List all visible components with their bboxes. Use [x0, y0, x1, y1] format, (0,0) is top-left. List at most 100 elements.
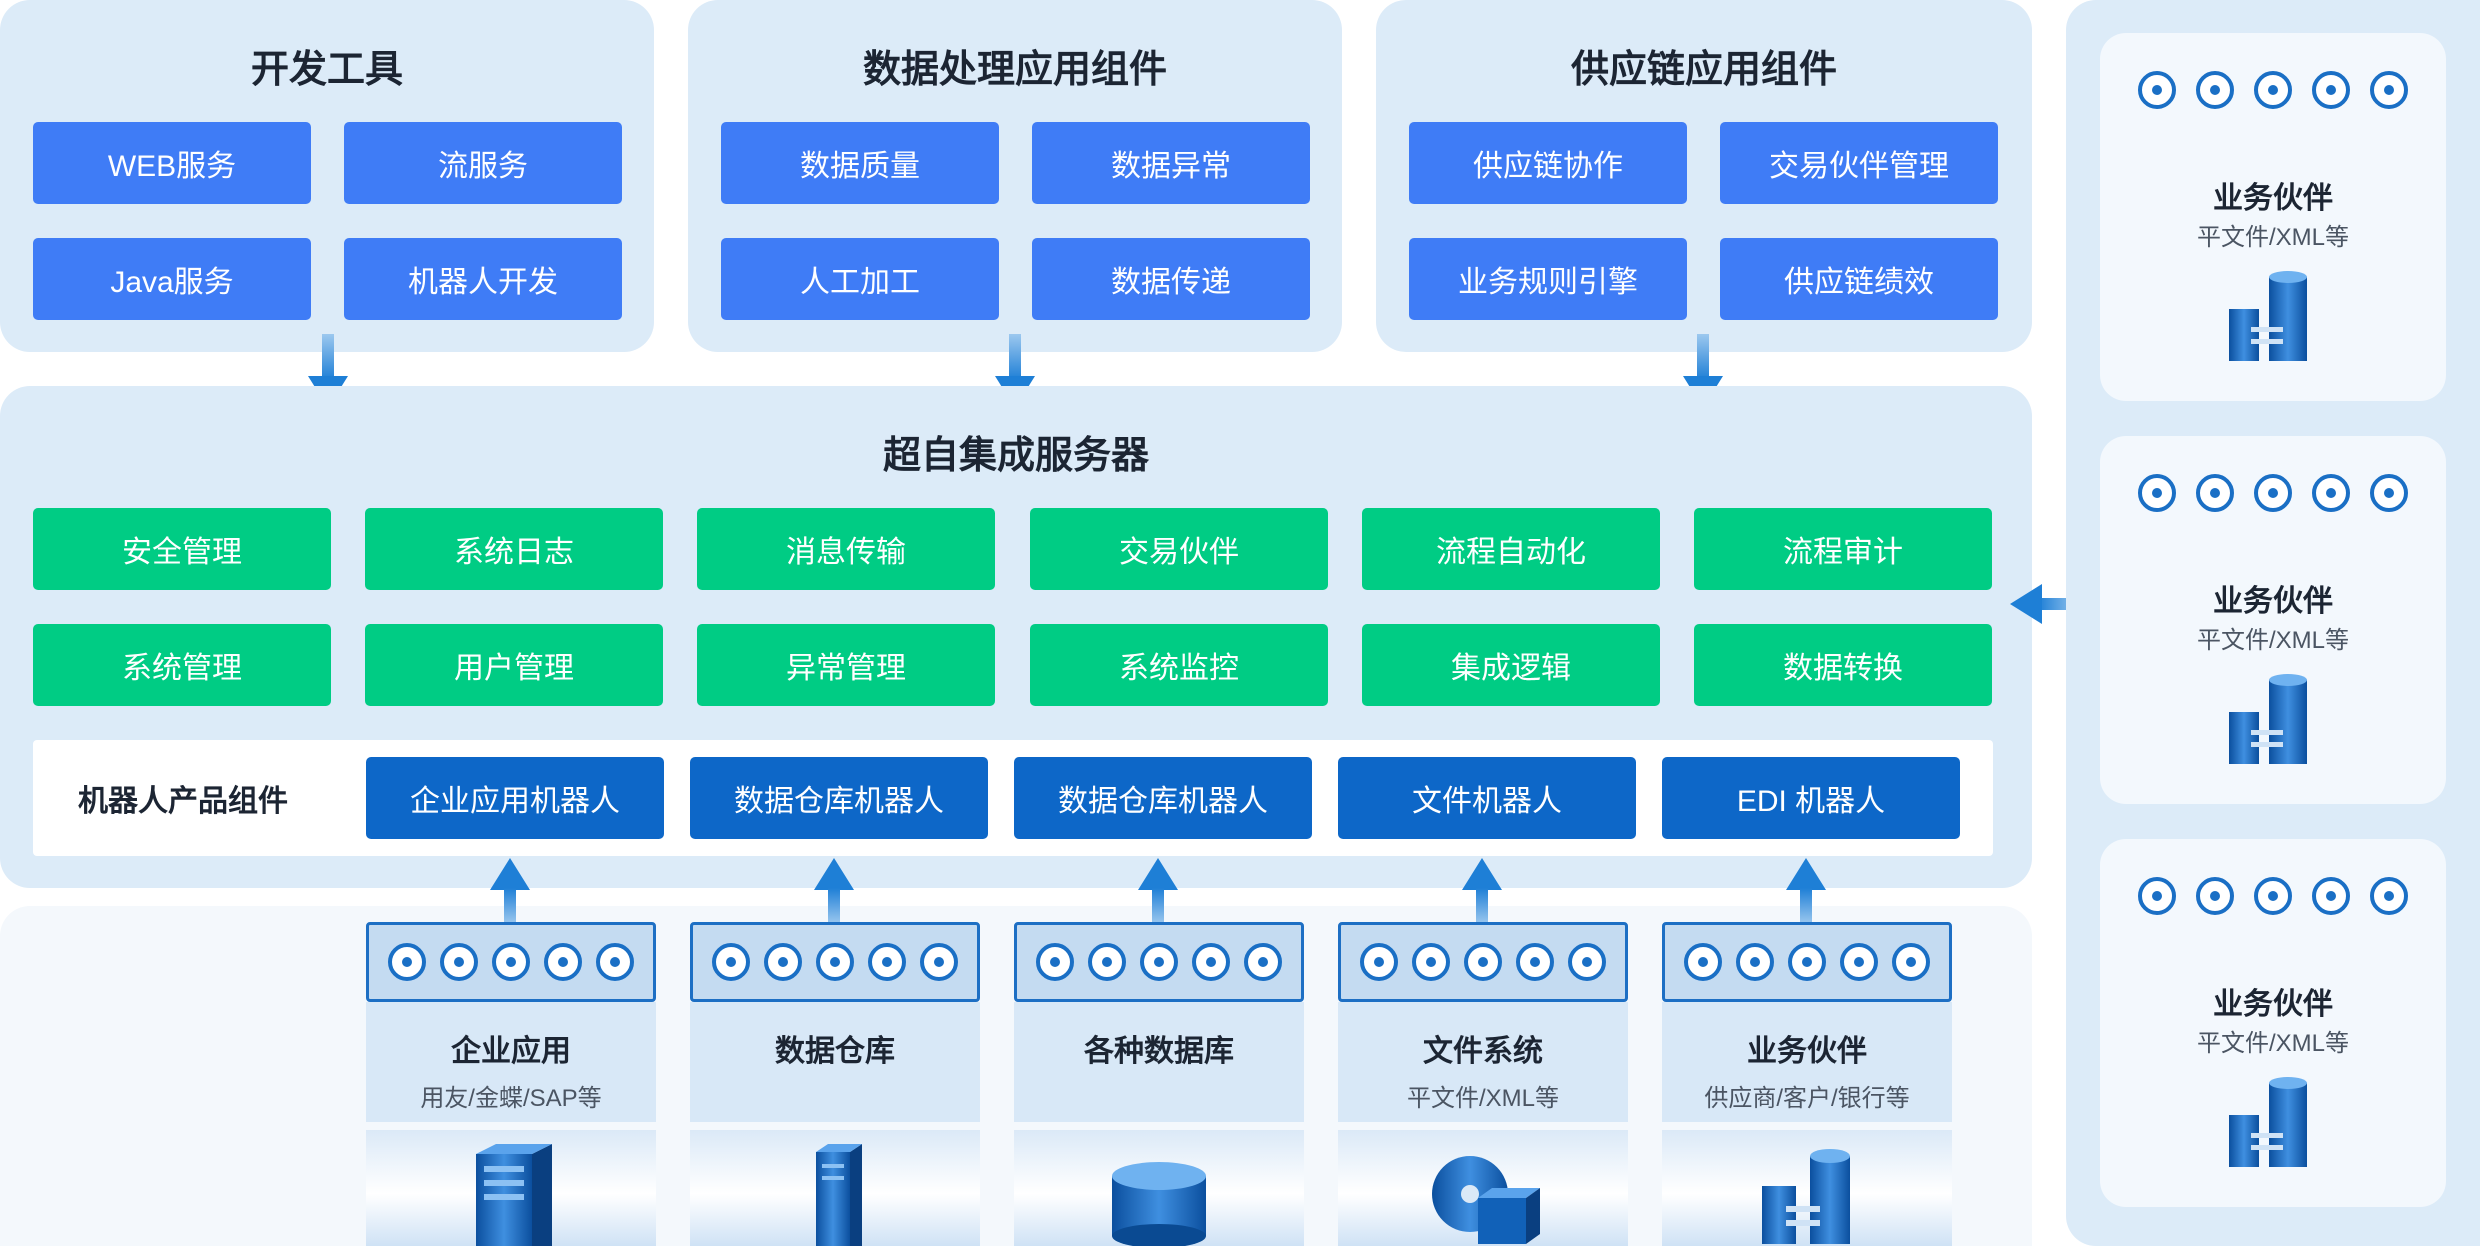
server-rack-icon — [690, 1130, 980, 1246]
enterprise-app-robot-button[interactable]: 企业应用机器人 — [366, 757, 664, 839]
security-management-button[interactable]: 安全管理 — [33, 508, 331, 590]
disk-icon — [1360, 943, 1398, 981]
disk-icon — [2254, 877, 2292, 915]
source-title: 业务伙伴 — [1747, 1035, 1867, 1068]
data-quality-button[interactable]: 数据质量 — [721, 122, 999, 204]
stream-service-button[interactable]: 流服务 — [344, 122, 622, 204]
user-management-button[interactable]: 用户管理 — [365, 624, 663, 706]
data-conversion-button[interactable]: 数据转换 — [1694, 624, 1992, 706]
disk-icon — [2196, 71, 2234, 109]
disk-icon — [544, 943, 582, 981]
edi-robot-button[interactable]: EDI 机器人 — [1662, 757, 1960, 839]
supply-chain-performance-button[interactable]: 供应链绩效 — [1720, 238, 1998, 320]
arrow-up-icon — [1138, 858, 1178, 924]
java-service-button[interactable]: Java服务 — [33, 238, 311, 320]
partner-card: 业务伙伴 平文件/XML等 — [2100, 33, 2446, 401]
data-transfer-button[interactable]: 数据传递 — [1032, 238, 1310, 320]
disk-bar — [1014, 922, 1304, 1002]
disk-icon — [388, 943, 426, 981]
disk-icon — [2138, 71, 2176, 109]
source-business-partner: 业务伙伴 供应商/客户/银行等 — [1662, 922, 1952, 1246]
disk-icon — [1192, 943, 1230, 981]
partner-title: 业务伙伴 — [2213, 585, 2333, 618]
trading-partner-button[interactable]: 交易伙伴 — [1030, 508, 1328, 590]
system-management-button[interactable]: 系统管理 — [33, 624, 331, 706]
disk-icon — [2196, 474, 2234, 512]
partner-subtitle: 平文件/XML等 — [2196, 1030, 2349, 1057]
robot-dev-button[interactable]: 机器人开发 — [344, 238, 622, 320]
disk-icon — [1516, 943, 1554, 981]
arrow-up-icon — [814, 858, 854, 924]
partner-management-button[interactable]: 交易伙伴管理 — [1720, 122, 1998, 204]
arrow-up-icon — [1786, 858, 1826, 924]
disk-icon — [440, 943, 478, 981]
disk-icon — [2370, 474, 2408, 512]
disk-bar — [1662, 922, 1952, 1002]
disk-icon — [2138, 474, 2176, 512]
data-warehouse-robot-button[interactable]: 数据仓库机器人 — [690, 757, 988, 839]
system-monitoring-button[interactable]: 系统监控 — [1030, 624, 1328, 706]
data-exception-button[interactable]: 数据异常 — [1032, 122, 1310, 204]
integration-server-title: 超自集成服务器 — [882, 435, 1149, 477]
exception-management-button[interactable]: 异常管理 — [697, 624, 995, 706]
supply-chain-collab-button[interactable]: 供应链协作 — [1409, 122, 1687, 204]
disk-icon — [1036, 943, 1074, 981]
web-service-button[interactable]: WEB服务 — [33, 122, 311, 204]
disk-icon — [1412, 943, 1450, 981]
disk-icon — [1736, 943, 1774, 981]
business-rules-button[interactable]: 业务规则引擎 — [1409, 238, 1687, 320]
server-network-icon — [1662, 1130, 1952, 1246]
disk-icon — [1684, 943, 1722, 981]
disk-bar — [690, 922, 980, 1002]
partner-card: 业务伙伴 平文件/XML等 — [2100, 436, 2446, 804]
data-warehouse-robot-button-2[interactable]: 数据仓库机器人 — [1014, 757, 1312, 839]
process-audit-button[interactable]: 流程审计 — [1694, 508, 1992, 590]
disk-icon — [2138, 877, 2176, 915]
source-enterprise-app: 企业应用 用友/金蝶/SAP等 — [366, 922, 656, 1246]
server-network-icon — [2229, 271, 2307, 361]
disk-icon — [2312, 877, 2350, 915]
disk-icon — [2254, 474, 2292, 512]
source-databases: 各种数据库 — [1014, 922, 1304, 1246]
disk-icon — [1140, 943, 1178, 981]
disk-icon — [712, 943, 750, 981]
integration-logic-button[interactable]: 集成逻辑 — [1362, 624, 1660, 706]
disk-icon — [1568, 943, 1606, 981]
disk-icon — [1244, 943, 1282, 981]
partner-title: 业务伙伴 — [2213, 182, 2333, 215]
source-title: 企业应用 — [451, 1035, 571, 1068]
source-title: 文件系统 — [1423, 1035, 1543, 1068]
disk-icon — [1840, 943, 1878, 981]
source-title: 数据仓库 — [775, 1035, 895, 1068]
message-transfer-button[interactable]: 消息传输 — [697, 508, 995, 590]
disk-icon — [2312, 474, 2350, 512]
disk-icon — [2370, 71, 2408, 109]
source-subtitle: 用友/金蝶/SAP等 — [420, 1085, 602, 1112]
arrow-up-icon — [490, 858, 530, 924]
system-log-button[interactable]: 系统日志 — [365, 508, 663, 590]
disk-icon — [1464, 943, 1502, 981]
source-title: 各种数据库 — [1084, 1035, 1234, 1068]
disk-icon — [1892, 943, 1930, 981]
dev-tools-panel: 开发工具 WEB服务 流服务 Java服务 机器人开发 — [0, 0, 654, 352]
disk-icon — [1788, 943, 1826, 981]
disk-icon — [2254, 71, 2292, 109]
supply-chain-title: 供应链应用组件 — [1570, 49, 1837, 91]
disk-icon — [868, 943, 906, 981]
file-robot-button[interactable]: 文件机器人 — [1338, 757, 1636, 839]
disk-icon — [596, 943, 634, 981]
disk-bar — [1338, 922, 1628, 1002]
partner-subtitle: 平文件/XML等 — [2196, 224, 2349, 251]
disk-bar — [366, 922, 656, 1002]
disc-file-icon — [1338, 1130, 1628, 1246]
source-subtitle: 平文件/XML等 — [1406, 1085, 1559, 1112]
process-automation-button[interactable]: 流程自动化 — [1362, 508, 1660, 590]
partner-card: 业务伙伴 平文件/XML等 — [2100, 839, 2446, 1207]
arrow-up-icon — [1462, 858, 1502, 924]
manual-processing-button[interactable]: 人工加工 — [721, 238, 999, 320]
robot-components-bar: 机器人产品组件 企业应用机器人 数据仓库机器人 数据仓库机器人 文件机器人 ED… — [33, 740, 1993, 856]
robot-components-label: 机器人产品组件 — [78, 785, 288, 818]
supply-chain-panel: 供应链应用组件 供应链协作 交易伙伴管理 业务规则引擎 供应链绩效 — [1376, 0, 2032, 352]
disk-icon — [1088, 943, 1126, 981]
disk-icon — [920, 943, 958, 981]
